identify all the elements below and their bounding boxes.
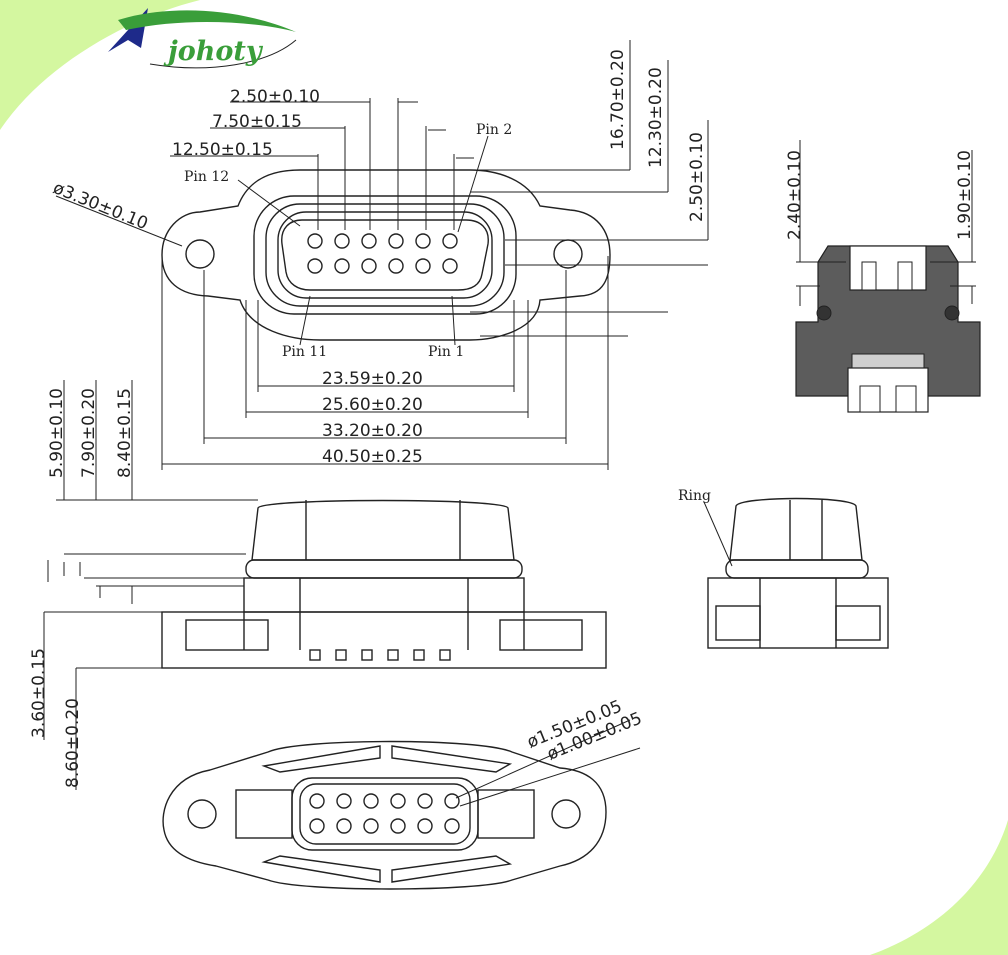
bottom-pin-row-2 <box>309 818 460 834</box>
section-dim-2: 1.90±0.10 <box>955 150 975 240</box>
label-pin-1: Pin 1 <box>428 344 464 360</box>
front-dim-1: 5.90±0.10 <box>47 388 67 478</box>
label-pin-2: Pin 2 <box>476 122 512 138</box>
dim-width-3: 33.20±0.20 <box>322 421 423 441</box>
brand-name: johoty <box>163 36 264 67</box>
bottom-view: ø1.50±0.05 ø1.00±0.05 <box>162 696 645 890</box>
top-pin-row-1 <box>307 233 458 249</box>
front-dim-3: 8.40±0.15 <box>115 388 135 478</box>
label-pin-11: Pin 11 <box>282 344 327 360</box>
front-dim-5: 8.60±0.20 <box>63 698 83 788</box>
top-pin-row-2 <box>307 258 458 274</box>
dim-pitch-3: 12.50±0.15 <box>172 140 273 160</box>
dim-pitch-1: 2.50±0.10 <box>230 87 320 107</box>
dim-width-1: 23.59±0.20 <box>322 369 423 389</box>
dim-width-2: 25.60±0.20 <box>322 395 423 415</box>
section-dim-1: 2.40±0.10 <box>785 150 805 240</box>
corner-top-left <box>0 0 200 130</box>
front-dim-2: 7.90±0.20 <box>79 388 99 478</box>
dim-width-4: 40.50±0.25 <box>322 447 423 467</box>
dim-right-2: 12.30±0.20 <box>646 67 666 168</box>
front-dim-4: 3.60±0.15 <box>29 648 49 738</box>
front-pin-stubs <box>309 649 451 661</box>
label-ring: Ring <box>678 488 711 504</box>
johoty-logo: johoty <box>108 8 297 69</box>
top-view: 2.50±0.10 7.50±0.15 12.50±0.15 ø3.30±0.1… <box>50 40 709 470</box>
corner-bottom-right <box>870 820 1008 955</box>
dim-right-1: 16.70±0.20 <box>608 49 628 150</box>
dim-hole: ø3.30±0.10 <box>50 178 151 234</box>
dim-pitch-2: 7.50±0.15 <box>212 112 302 132</box>
section-view: 2.40±0.10 1.90±0.10 <box>785 140 981 413</box>
label-pin-12: Pin 12 <box>184 169 229 185</box>
bottom-pin-row-1 <box>309 793 460 809</box>
dim-right-3: 2.50±0.10 <box>687 132 707 222</box>
side-view: Ring <box>678 488 889 649</box>
front-view: 5.90±0.10 7.90±0.20 8.40±0.15 3.60±0.15 … <box>29 380 607 790</box>
